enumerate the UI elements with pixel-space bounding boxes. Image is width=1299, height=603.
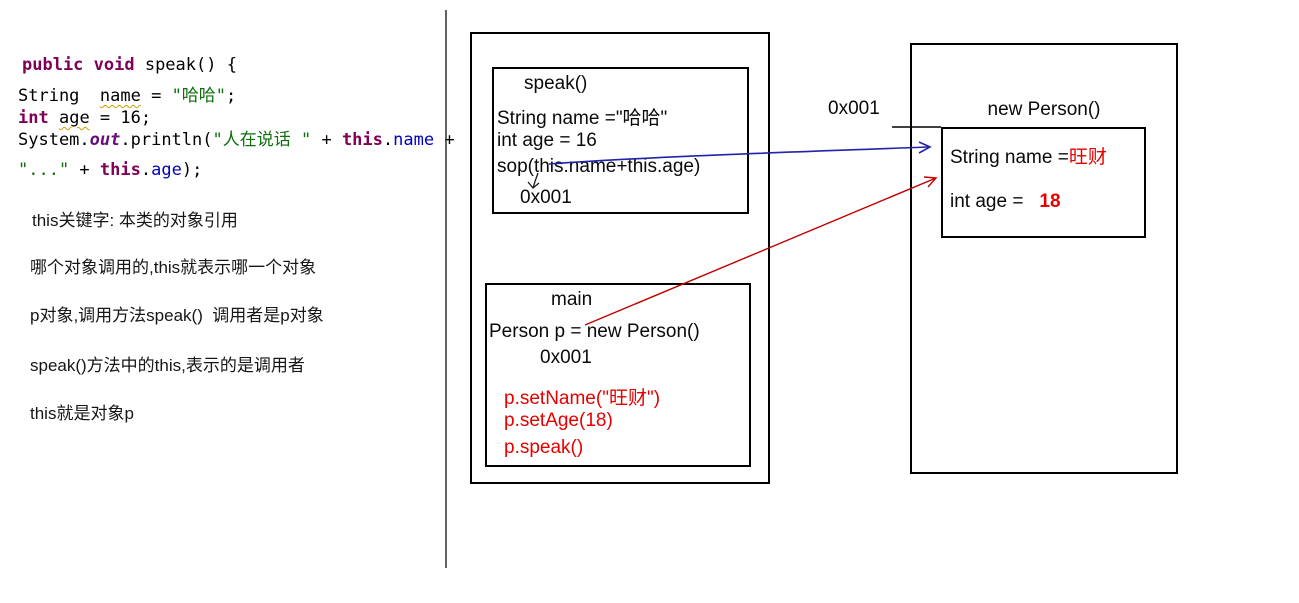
code-line-3: int age = 16; <box>18 108 151 128</box>
code-token-variable: age <box>58 108 90 128</box>
person-field-age: int age = 18 <box>950 191 1061 213</box>
code-token-variable: name <box>99 86 141 106</box>
code-token-string: "哈哈" <box>171 86 227 106</box>
main-frame-title: main <box>551 289 593 310</box>
speak-frame-name-line: String name ="哈哈" <box>497 108 668 129</box>
heap-object-title: new Person() <box>987 99 1101 120</box>
code-token-keyword: this <box>99 160 141 180</box>
code-line-2: String name = "哈哈"; <box>18 86 236 106</box>
code-token: = <box>140 86 172 106</box>
code-token <box>49 108 59 128</box>
note-speak-this: speak()方法中的this,表示的是调用者 <box>30 356 305 375</box>
person-field-name-label: String name = <box>950 147 1069 168</box>
code-token: ; <box>226 86 237 106</box>
code-token: + <box>434 130 455 150</box>
code-token-static-field: out <box>89 130 121 150</box>
main-frame-address: 0x001 <box>540 347 592 368</box>
code-token: String <box>18 86 100 106</box>
code-token-field: name <box>393 130 435 150</box>
code-token: speak() { <box>134 55 237 75</box>
speak-frame-title: speak() <box>524 73 588 94</box>
speak-frame-address: 0x001 <box>520 187 572 208</box>
code-line-4: System.out.println("人在说话 " + this.name + <box>18 130 455 150</box>
person-field-name: String name =旺财 <box>950 142 1107 169</box>
code-token-field: age <box>151 160 182 180</box>
code-token: . <box>140 160 152 180</box>
code-line-5: "..." + this.age); <box>18 160 202 180</box>
person-field-age-label: int age = <box>950 191 1024 212</box>
code-token: ); <box>181 160 203 180</box>
person-field-age-value: 18 <box>1039 191 1061 212</box>
code-token: . <box>382 130 394 150</box>
code-token: .println( <box>120 130 213 150</box>
code-token-keyword: public void <box>22 55 135 75</box>
person-field-name-value: 旺财 <box>1068 147 1107 168</box>
main-frame-new-line: Person p = new Person() <box>489 321 700 342</box>
code-token-string: "人在说话 " <box>212 130 312 150</box>
heap-address-label: 0x001 <box>828 98 880 119</box>
code-token-keyword: int <box>18 108 49 128</box>
note-this-keyword: this关键字: 本类的对象引用 <box>32 211 238 230</box>
code-token: + <box>311 130 342 150</box>
code-token: + <box>69 160 100 180</box>
note-this-is-p: this就是对象p <box>30 404 134 423</box>
main-frame-call-setname: p.setName("旺财") <box>504 388 661 409</box>
note-p-object-call: p对象,调用方法speak() 调用者是p对象 <box>30 306 324 325</box>
speak-frame-age-line: int age = 16 <box>497 130 597 151</box>
code-token: = 16; <box>89 108 152 128</box>
main-frame-call-speak: p.speak() <box>504 437 584 458</box>
code-token-keyword: this <box>341 130 383 150</box>
code-line-1: public void speak() { <box>22 55 237 75</box>
person-object-box <box>941 127 1146 238</box>
main-frame-call-setage: p.setAge(18) <box>504 410 613 431</box>
note-which-object: 哪个对象调用的,this就表示哪一个对象 <box>30 258 317 277</box>
code-token-string: "..." <box>18 160 70 180</box>
code-token: System. <box>18 130 90 150</box>
speak-frame-sop-line: sop(this.name+this.age) <box>497 156 701 177</box>
